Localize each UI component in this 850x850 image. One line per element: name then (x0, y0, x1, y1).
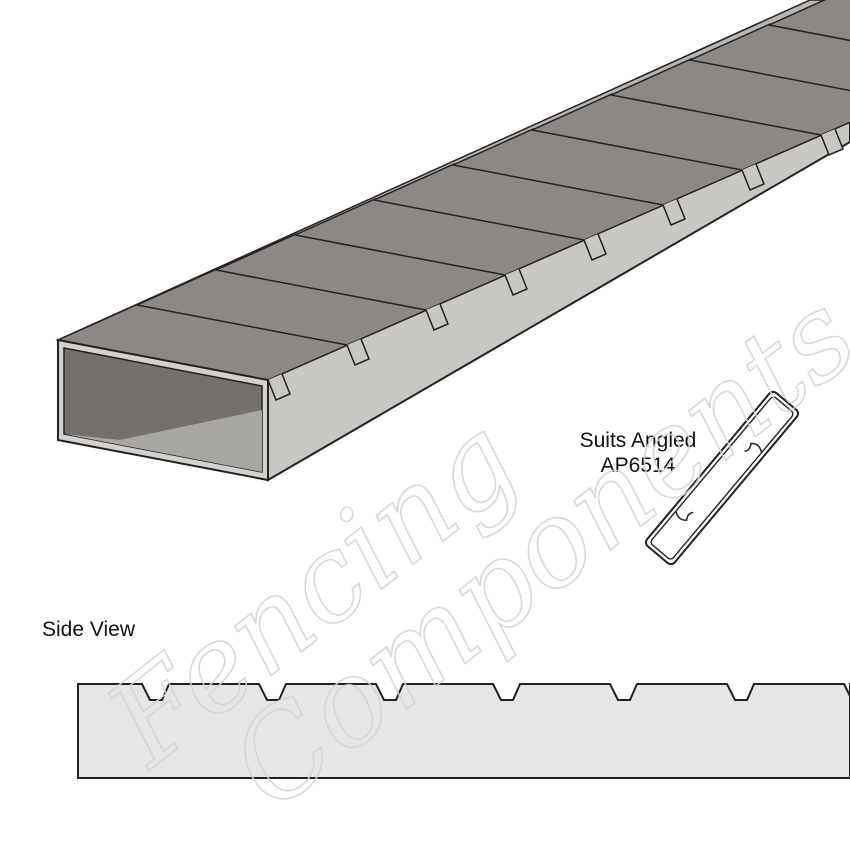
rail-tooth (766, 0, 850, 42)
suits-angled-code: AP6514 (601, 454, 676, 477)
rail-notch (741, 163, 765, 191)
rail-notch (346, 338, 370, 366)
rail-inner-floor (64, 410, 262, 472)
rail-3d-view (55, 0, 850, 482)
suits-angled-label: Suits Angled (580, 429, 697, 452)
rail-notch (267, 373, 291, 401)
rail-notch (820, 128, 844, 156)
side-view-label: Side View (42, 618, 136, 641)
angled-profile-diagram (644, 390, 800, 566)
rail-notch (662, 198, 686, 226)
rail-teeth (55, 0, 850, 401)
side-view-profile (77, 683, 850, 779)
rail-tooth (687, 23, 850, 92)
rail-side-view (77, 683, 850, 779)
rail-notch (583, 233, 607, 261)
rail-notch (425, 303, 449, 331)
rail-notch (504, 268, 528, 296)
